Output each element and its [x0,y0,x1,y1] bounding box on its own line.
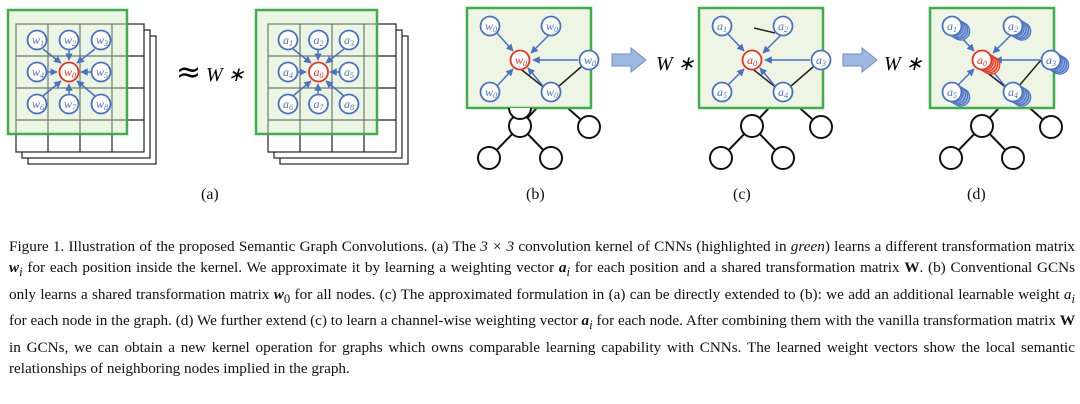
grid-w-node: w6 [26,93,48,115]
graph-d-center-node: a0 [971,49,1001,75]
graph-b-node: w0 [578,49,600,71]
graph-d-node: a4 [1002,81,1032,107]
grid-a-node: a8 [338,93,360,115]
svg-text:a3: a3 [344,33,354,48]
operator-w-a: W ∗ [206,64,245,86]
graph-d-node: a2 [1002,15,1032,41]
svg-text:a3: a3 [1046,53,1056,68]
svg-text:a4: a4 [1008,85,1018,100]
operator-c-d: W ∗ [884,53,923,75]
grid-a-node: a5 [338,61,360,83]
graph-d-node: a1 [941,15,971,41]
grid-w-node: w8 [90,93,112,115]
graph-c-center-node: a0 [741,49,763,71]
svg-text:a5: a5 [947,85,957,100]
grid-a-node: a2 [308,29,329,51]
graph-b-node: w0 [479,15,501,37]
graph-d-node: a5 [941,81,971,107]
grid-a-node: a4 [277,61,299,83]
grid-w-node: w5 [90,61,112,83]
graph-c-node: a5 [711,81,733,103]
label-c: (c) [733,186,751,203]
grid-w-node: w7 [58,93,80,115]
node-labels-layer: w1 a1 w2 a2 w3 a3 w4 a4 w0 a0 w5 a5 w6 a6 w7 a7 w8 a8 w0 w0… [26,15,1070,115]
svg-text:a1: a1 [283,33,293,48]
svg-text:a2: a2 [778,19,788,34]
svg-text:a4: a4 [283,65,293,80]
arrow-c-to-d [842,46,878,74]
label-d: (d) [967,186,986,203]
svg-text:a6: a6 [283,97,293,112]
figure-caption: Figure 1. Illustration of the proposed S… [9,238,1076,378]
graph-b-arrows [496,32,578,87]
arrow-b-to-c [611,46,647,74]
svg-text:a3: a3 [816,53,826,68]
kernel-a-stack [254,8,409,165]
svg-text:a5: a5 [717,85,727,100]
svg-text:a4: a4 [778,85,788,100]
graph-c-node: a2 [772,15,794,37]
svg-text:a1: a1 [717,19,727,34]
svg-text:a0: a0 [977,53,987,68]
svg-text:a8: a8 [344,97,354,112]
graph-c-node: a1 [711,15,733,37]
svg-text:a5: a5 [344,65,354,80]
graph-c-node: a3 [810,49,832,71]
grid-w-node: w1 [26,29,48,51]
grid-arrows-a [292,48,345,97]
svg-text:a0: a0 [314,65,324,80]
svg-text:a0: a0 [747,53,757,68]
figure-illustration: ≈ W ∗ W ∗ [6,6,1070,170]
grid-a-node: a6 [277,93,299,115]
label-a: (a) [201,186,219,203]
svg-text:a2: a2 [1008,19,1018,34]
grid-w-node: w2 [58,29,80,51]
graph-b-node: w0 [479,81,501,103]
grid-a-node: a3 [338,29,360,51]
svg-text:a2: a2 [314,33,324,48]
svg-text:a7: a7 [314,97,325,112]
graph-b-node: w0 [540,15,562,37]
operator-b-c: W ∗ [656,53,695,75]
graph-c-node: a4 [772,81,794,103]
svg-text:a1: a1 [947,19,957,34]
grid-w-node: w0 [58,61,80,83]
outer-graph-b-nodes [477,107,601,170]
graph-b-node: w0 [540,81,562,103]
approx-symbol: ≈ [176,55,201,90]
label-b: (b) [526,186,545,203]
grid-a-node: a1 [277,29,299,51]
graph-d-node: a3 [1040,49,1070,75]
grid-a-node: a0 [308,61,329,83]
graph-b-center-node: w0 [509,49,531,71]
grid-a-node: a7 [308,93,329,115]
grid-w-node: w4 [26,61,48,83]
grid-w-node: w3 [90,29,112,51]
